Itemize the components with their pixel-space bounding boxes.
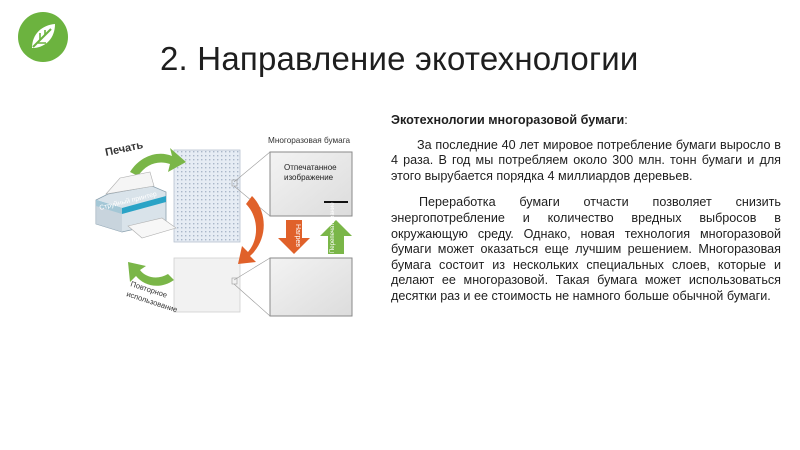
reuse-arrow-icon — [128, 262, 174, 286]
label-reusable-paper: Многоразовая бумага — [268, 136, 351, 145]
leaf-logo-icon — [18, 12, 68, 62]
subhead-colon: : — [624, 113, 628, 127]
label-heating: Нагрев — [294, 224, 301, 247]
erased-image-box — [269, 257, 353, 317]
heating-arrow-icon — [278, 220, 310, 254]
paragraph-consumption: За последние 40 лет мировое потребление … — [391, 137, 781, 183]
label-printed-image-line1: Отпечатанное — [284, 163, 337, 172]
print-arrow-icon — [130, 148, 186, 176]
paragraph-recycling: Переработка бумаги отчасти позволяет сни… — [391, 195, 781, 303]
label-overprinting: Перепечатывание — [330, 202, 336, 253]
reusable-paper-diagram: Многоразовая бумага Отпечатанное изображ… — [95, 136, 353, 317]
slide-title: 2. Направление экотехнологии — [160, 40, 639, 77]
label-printed-image-line2: изображение — [284, 173, 334, 182]
microcapsule-sheet — [173, 149, 241, 243]
section-subhead: Экотехнологии многоразовой бумаги: — [391, 113, 781, 129]
printed-image-box — [269, 151, 353, 217]
blank-sheet — [173, 257, 241, 313]
content-column: Экотехнологии многоразовой бумаги: За по… — [391, 113, 781, 316]
subhead-text: Экотехнологии многоразовой бумаги — [391, 113, 625, 127]
overprint-arrow-icon — [320, 220, 352, 254]
label-print: Печать — [104, 139, 144, 159]
reuse-curve-arrow-icon — [238, 196, 264, 264]
inkjet-printer-icon: Струйный принтер — [95, 171, 177, 239]
